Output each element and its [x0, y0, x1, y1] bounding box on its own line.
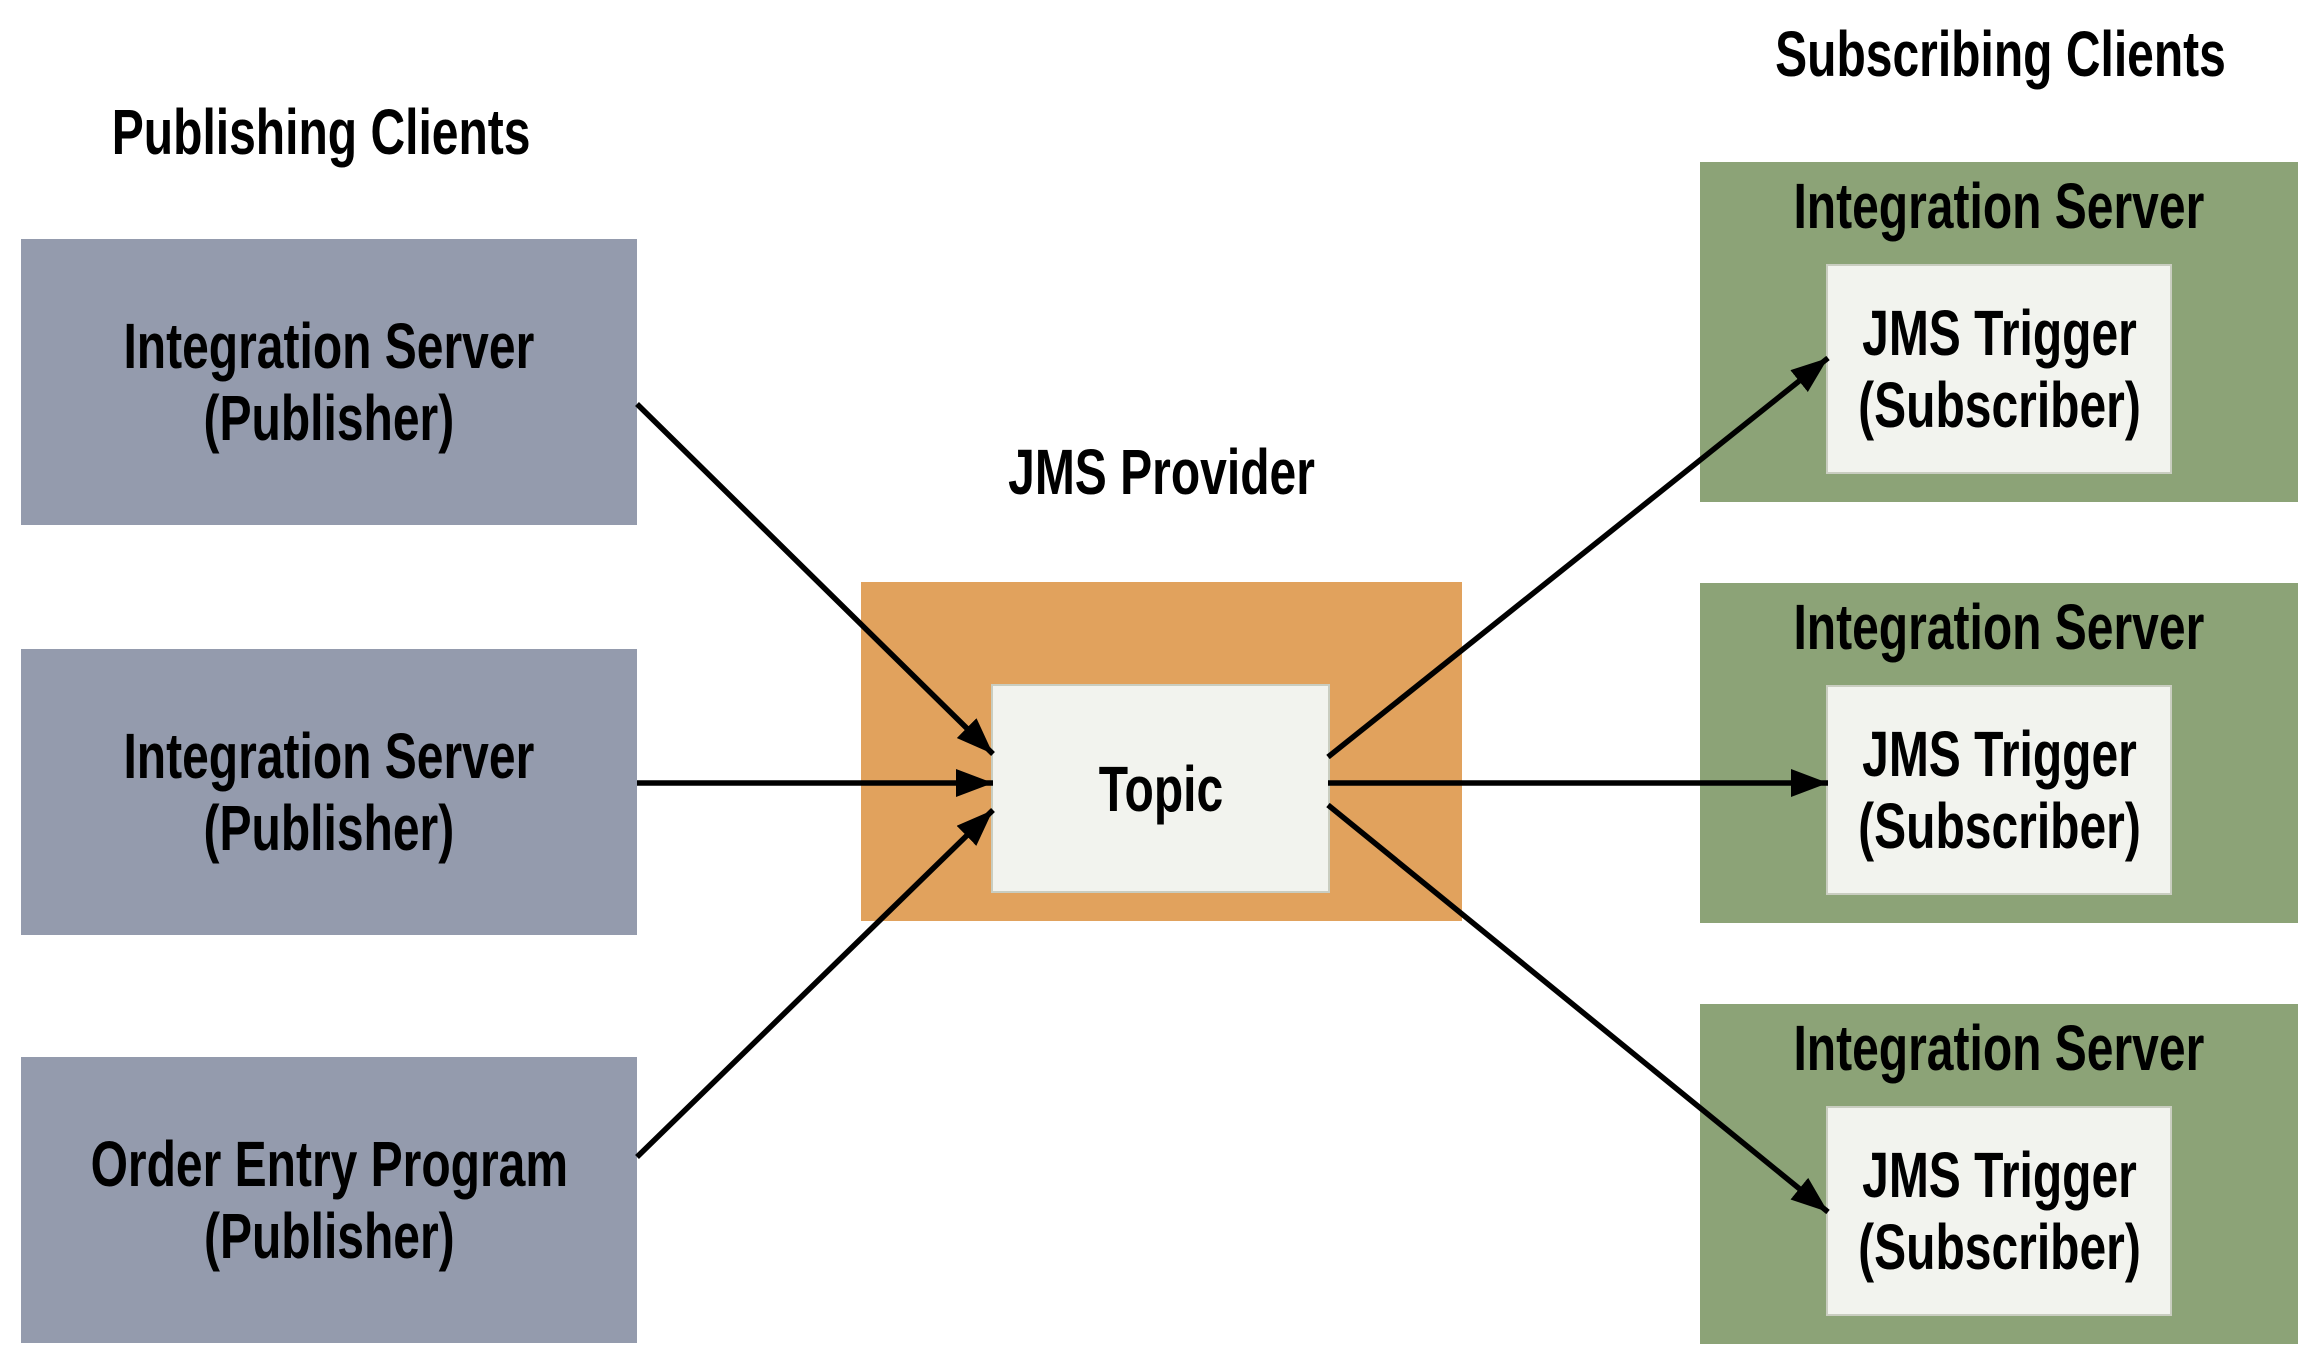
jms-trigger-box-3: JMS Trigger (Subscriber) — [1826, 1106, 2172, 1316]
subscriber-box-2-title-text: Integration Server — [1793, 591, 2205, 663]
jms-trigger-box-2-label: JMS Trigger (Subscriber) — [1858, 718, 2141, 862]
jms-trigger-box-2-line1: JMS Trigger — [1861, 718, 2137, 790]
jms-trigger-box-2: JMS Trigger (Subscriber) — [1826, 685, 2172, 895]
subscriber-box-3-title-text: Integration Server — [1793, 1012, 2205, 1084]
jms-trigger-box-3-label: JMS Trigger (Subscriber) — [1858, 1139, 2141, 1283]
subscriber-box-3-title: Integration Server — [1700, 1012, 2298, 1084]
jms-trigger-box-3-line1: JMS Trigger — [1861, 1139, 2137, 1211]
subscriber-box-2-title: Integration Server — [1700, 591, 2298, 663]
jms-trigger-box-2-line2: (Subscriber) — [1857, 790, 2141, 862]
jms-provider-heading: JMS Provider — [861, 436, 1462, 508]
publisher-box-1-line1: Integration Server — [123, 310, 535, 382]
publishing-clients-heading: Publishing Clients — [13, 96, 629, 168]
publisher-box-3-line1: Order Entry Program — [90, 1128, 568, 1200]
publishing-clients-heading-text: Publishing Clients — [111, 96, 531, 168]
publisher-box-3-label: Order Entry Program (Publisher) — [90, 1128, 567, 1272]
topic-box: Topic — [991, 684, 1330, 893]
topic-label: Topic — [1098, 752, 1223, 825]
publisher-box-1-label: Integration Server (Publisher) — [124, 310, 535, 454]
jms-trigger-box-1-label: JMS Trigger (Subscriber) — [1858, 297, 2141, 441]
jms-provider-heading-text: JMS Provider — [1008, 436, 1315, 508]
jms-trigger-box-1-line2: (Subscriber) — [1857, 369, 2141, 441]
publisher-box-1: Integration Server (Publisher) — [21, 239, 637, 525]
publisher-box-2: Integration Server (Publisher) — [21, 649, 637, 935]
subscribing-clients-heading: Subscribing Clients — [1700, 18, 2298, 90]
publisher-box-3: Order Entry Program (Publisher) — [21, 1057, 637, 1343]
publisher-box-2-label: Integration Server (Publisher) — [124, 720, 535, 864]
subscriber-box-2: Integration Server JMS Trigger (Subscrib… — [1700, 583, 2298, 923]
publisher-box-2-line1: Integration Server — [123, 720, 535, 792]
publisher-box-3-line2: (Publisher) — [203, 1200, 455, 1272]
jms-trigger-box-1: JMS Trigger (Subscriber) — [1826, 264, 2172, 474]
publisher-box-2-line2: (Publisher) — [203, 792, 455, 864]
subscriber-box-1: Integration Server JMS Trigger (Subscrib… — [1700, 162, 2298, 502]
jms-trigger-box-3-line2: (Subscriber) — [1857, 1211, 2141, 1283]
publisher-box-1-line2: (Publisher) — [203, 382, 455, 454]
subscribing-clients-heading-text: Subscribing Clients — [1775, 18, 2226, 90]
jms-trigger-box-1-line1: JMS Trigger — [1861, 297, 2137, 369]
subscriber-box-3: Integration Server JMS Trigger (Subscrib… — [1700, 1004, 2298, 1344]
subscriber-box-1-title-text: Integration Server — [1793, 170, 2205, 242]
subscriber-box-1-title: Integration Server — [1700, 170, 2298, 242]
jms-provider-box: Topic — [861, 582, 1462, 921]
